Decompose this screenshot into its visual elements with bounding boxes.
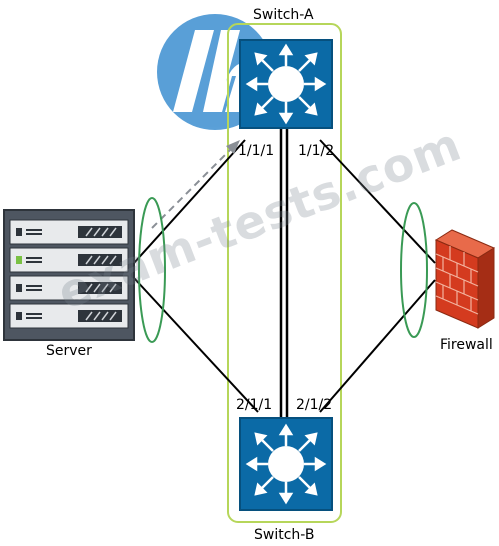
firewall-icon [434, 229, 496, 329]
dashed-arrow [151, 145, 235, 229]
port-label-a-right: 1/1/2 [298, 143, 335, 159]
switch-b-icon [239, 417, 333, 511]
links [133, 128, 436, 418]
switch-b-label: Switch-B [254, 527, 315, 543]
server-label: Server [46, 343, 92, 359]
link-server-switch-a [133, 139, 246, 264]
firewall-label: Firewall [440, 337, 493, 353]
link-firewall-switch-b [319, 279, 436, 413]
server-icon [3, 209, 135, 341]
vsf-frame [227, 23, 342, 523]
link-server-switch-b [133, 277, 259, 413]
dashed-arrow-head [226, 140, 240, 154]
link-firewall-switch-a [319, 139, 436, 264]
port-label-a-left: 1/1/1 [238, 143, 275, 159]
switch-a-icon [239, 39, 333, 129]
lag-ellipse-firewall [400, 202, 428, 338]
lag-ellipse-server [138, 197, 166, 343]
switch-a-label: Switch-A [253, 7, 314, 23]
port-label-b-left: 2/1/1 [236, 397, 273, 413]
port-label-b-right: 2/1/2 [296, 397, 333, 413]
